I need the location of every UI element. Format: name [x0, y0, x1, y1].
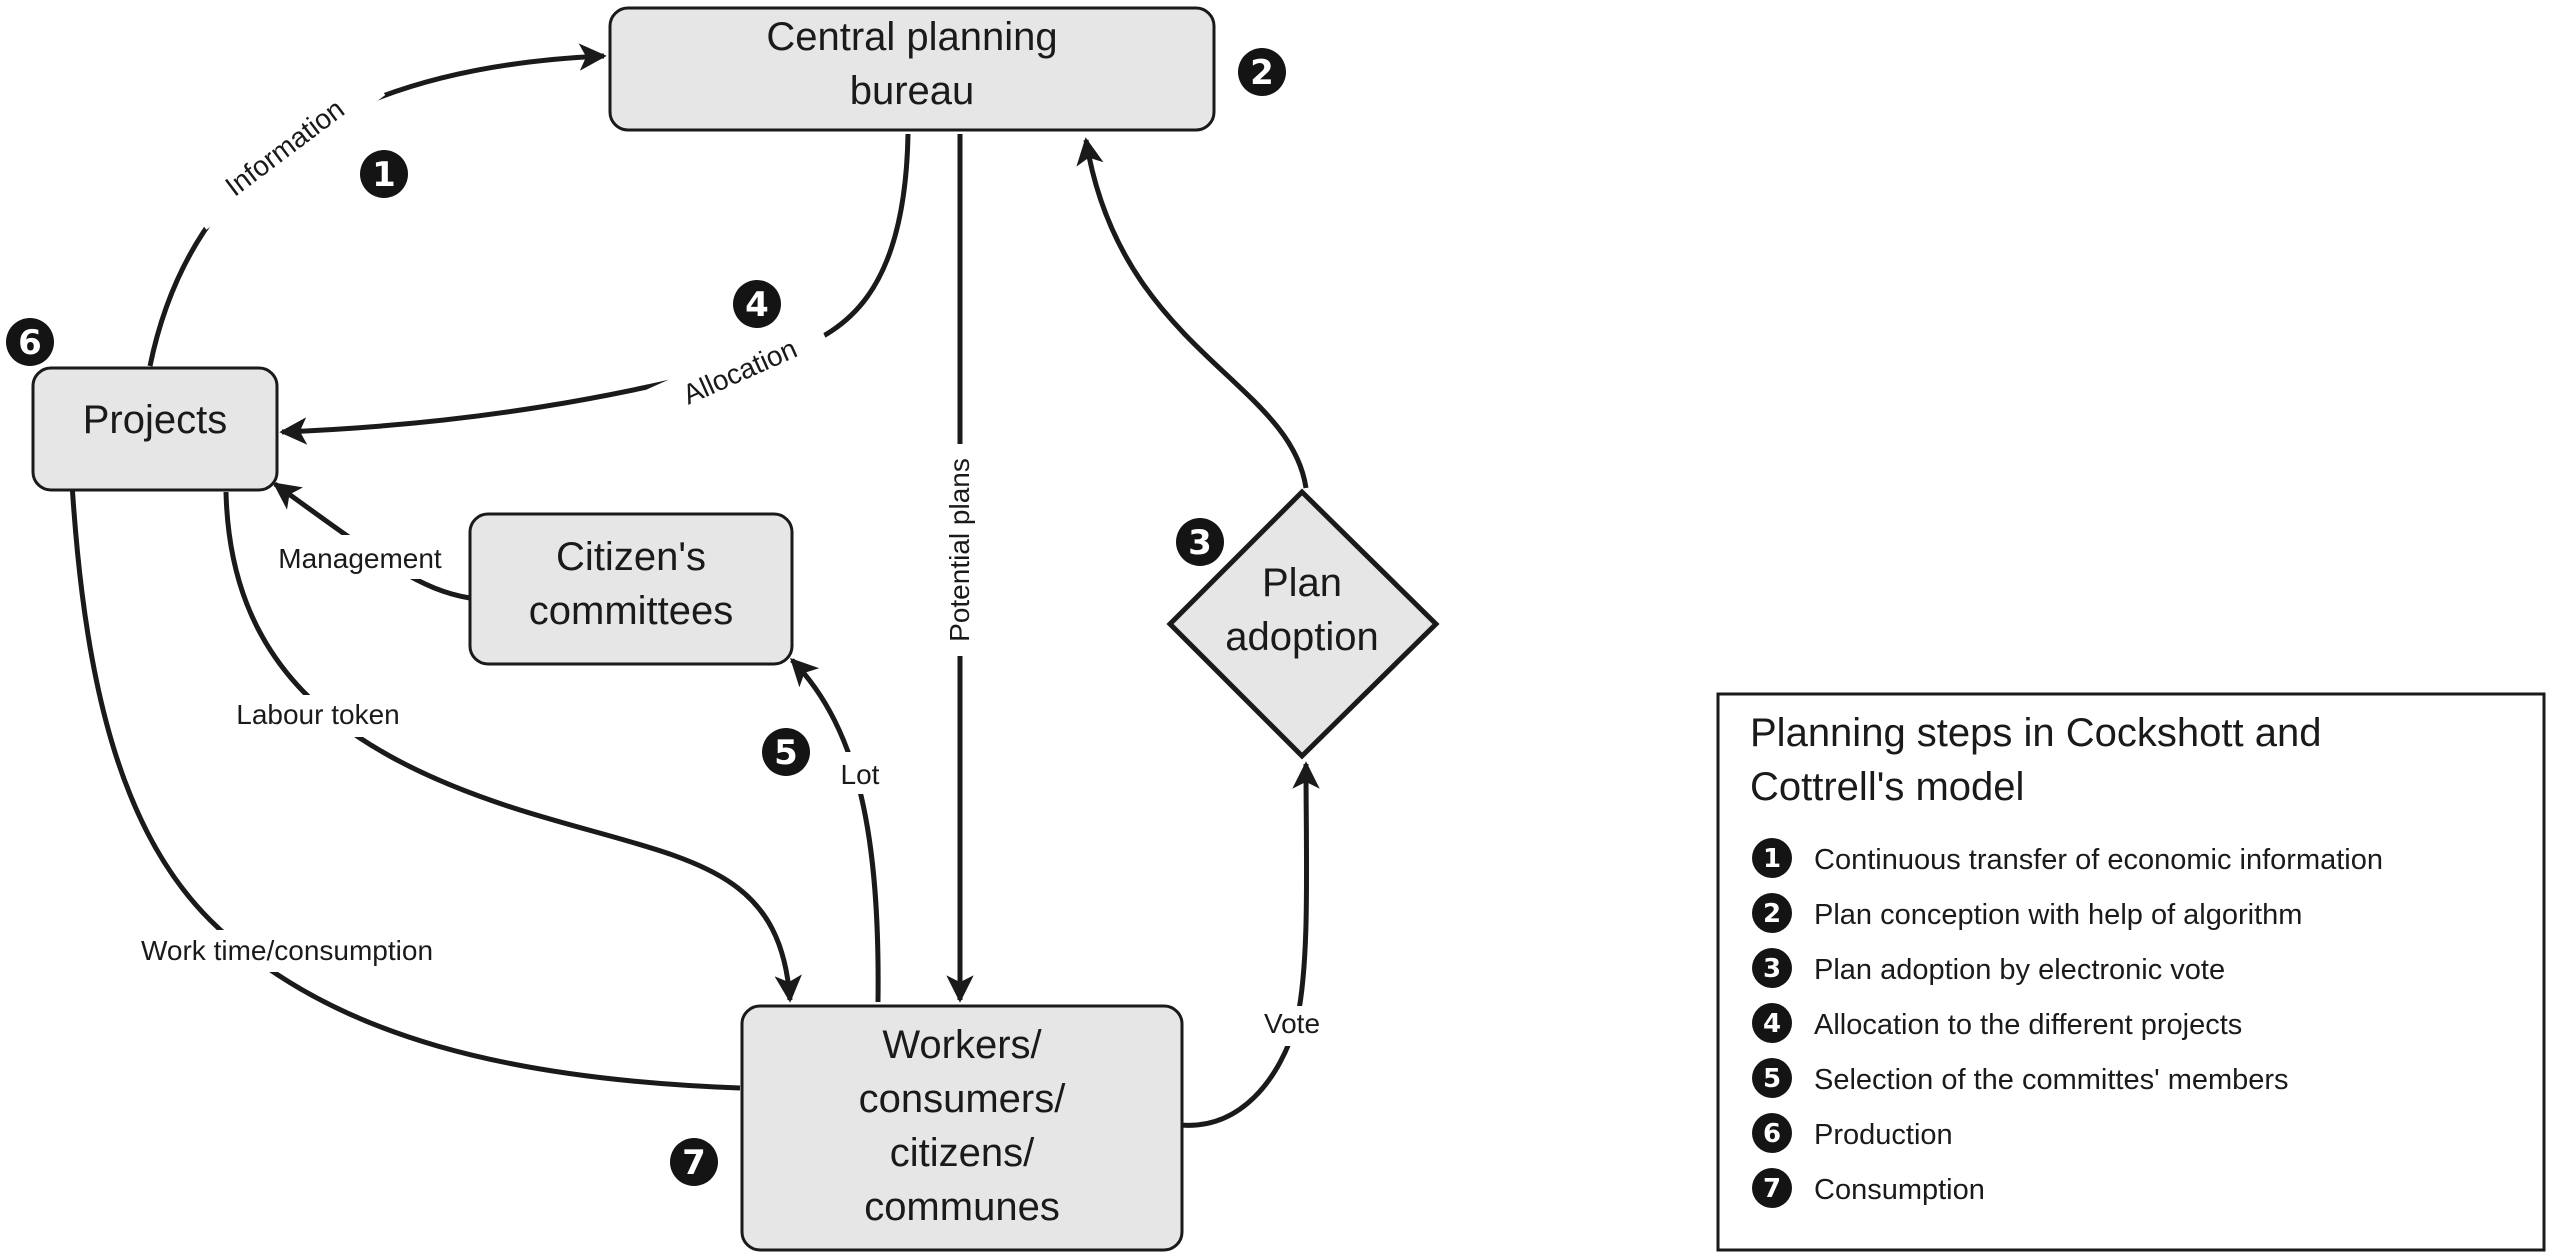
legend-item: 7 Consumption: [1752, 1168, 1985, 1208]
svg-text:7: 7: [682, 1143, 706, 1183]
node-central-planning-bureau: Central planning bureau: [608, 6, 1216, 132]
legend-item: 3 Plan adoption by electronic vote: [1752, 948, 2225, 988]
legend-badge-icon: [1752, 1113, 1792, 1153]
legend-title-line2: Cottrell's model: [1750, 765, 2024, 809]
legend-badge-number: 3: [1763, 954, 1781, 984]
plan-adoption-line2: adoption: [1225, 615, 1378, 659]
legend-badge-number: 4: [1763, 1009, 1781, 1039]
legend-badge-icon: [1752, 1003, 1792, 1043]
legend-item-text: Consumption: [1814, 1174, 1985, 1206]
svg-text:4: 4: [745, 285, 769, 325]
legend-item: 5 Selection of the committes' members: [1752, 1058, 2289, 1098]
legend-box: Planning steps in Cockshott and Cottrell…: [1716, 692, 2546, 1252]
label-potential-plans: Potential plans: [944, 458, 975, 642]
node-projects: Projects: [31, 366, 279, 492]
legend-badge-icon: [1752, 1058, 1792, 1098]
legend-badge-icon: [1752, 838, 1792, 878]
legend-item-text: Production: [1814, 1119, 1953, 1151]
label-management: Management: [278, 543, 442, 574]
label-labour-token: Labour token: [236, 699, 399, 730]
badge-1-icon: 1: [360, 150, 408, 198]
badge-3-icon: 3: [1176, 518, 1224, 566]
badge-2-icon: 2: [1238, 48, 1286, 96]
badge-6-icon: 6: [6, 318, 54, 366]
legend-item: 6 Production: [1752, 1113, 1953, 1153]
legend-item: 1 Continuous transfer of economic informa…: [1752, 838, 2383, 878]
step-badges: 1 2 3 4 5 6 7: [6, 48, 1286, 1186]
workers-line1: Workers/: [882, 1023, 1042, 1067]
label-information: Information: [219, 93, 350, 202]
legend-badge-icon: [1752, 1168, 1792, 1208]
committees-line2: committees: [529, 589, 734, 633]
bureau-title-line1: Central planning: [766, 15, 1057, 59]
label-work-time: Work time/consumption: [141, 935, 433, 966]
label-vote: Vote: [1264, 1008, 1320, 1039]
label-lot: Lot: [841, 759, 880, 790]
workers-line3: citizens/: [890, 1131, 1035, 1175]
legend-title-line1: Planning steps in Cockshott and: [1750, 711, 2321, 755]
committees-line1: Citizen's: [556, 535, 706, 579]
svg-text:6: 6: [18, 323, 42, 363]
edge-labour-token: [223, 491, 802, 1003]
edge-lot: [790, 658, 881, 1003]
edge-vote: [1179, 761, 1320, 1128]
plan-adoption-line1: Plan: [1262, 561, 1342, 605]
svg-text:5: 5: [774, 733, 798, 773]
legend-item: 2 Plan conception with help of algorithm: [1752, 893, 2302, 933]
legend-item-text: Plan adoption by electronic vote: [1814, 954, 2225, 986]
legend-item-text: Continuous transfer of economic informat…: [1814, 844, 2383, 876]
legend-badge-number: 6: [1763, 1119, 1781, 1149]
legend-items: 1 Continuous transfer of economic informa…: [1752, 838, 2383, 1208]
projects-label: Projects: [83, 398, 228, 442]
edge-plan-adoption-to-bureau: [1076, 137, 1309, 489]
node-citizens-committees: Citizen's committees: [468, 512, 794, 666]
svg-text:2: 2: [1250, 53, 1274, 93]
workers-line2: consumers/: [859, 1077, 1067, 1121]
legend-item: 4 Allocation to the different projects: [1752, 1003, 2242, 1043]
bureau-title-line2: bureau: [850, 69, 975, 113]
node-workers: Workers/ consumers/ citizens/ communes: [740, 1004, 1184, 1252]
legend-item-text: Allocation to the different projects: [1814, 1009, 2242, 1041]
svg-text:3: 3: [1188, 523, 1212, 563]
badge-5-icon: 5: [762, 728, 810, 776]
legend-item-text: Plan conception with help of algorithm: [1814, 899, 2302, 931]
badge-4-icon: 4: [733, 280, 781, 328]
svg-text:1: 1: [372, 155, 396, 195]
legend-badge-number: 2: [1763, 899, 1781, 929]
workers-line4: communes: [864, 1185, 1060, 1229]
legend-badge-number: 5: [1763, 1064, 1781, 1094]
legend-badge-number: 7: [1763, 1174, 1781, 1204]
legend-badge-icon: [1752, 893, 1792, 933]
edge-work-time: [57, 445, 741, 1091]
badge-7-icon: 7: [670, 1138, 718, 1186]
legend-badge-icon: [1752, 948, 1792, 988]
legend-badge-number: 1: [1763, 844, 1781, 874]
legend-item-text: Selection of the committes' members: [1814, 1064, 2289, 1096]
node-plan-adoption: Plan adoption: [1166, 488, 1440, 760]
